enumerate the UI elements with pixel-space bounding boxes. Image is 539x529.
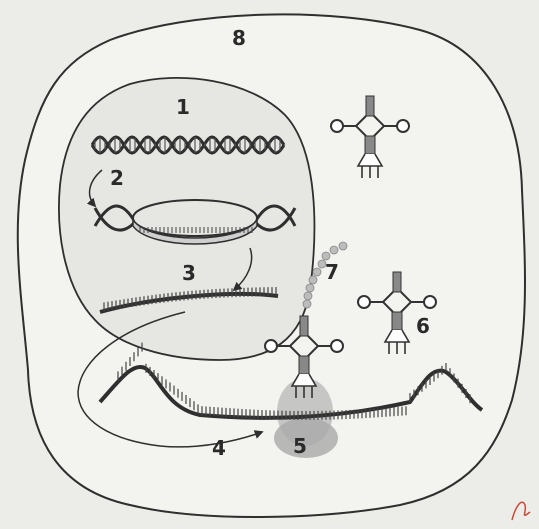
- label-1-dna: 1: [176, 97, 190, 117]
- label-4-mrna-transport: 4: [212, 438, 226, 458]
- label-6-trna: 6: [416, 316, 430, 336]
- label-3-mrna: 3: [182, 263, 196, 283]
- label-7-polypeptide: 7: [325, 262, 339, 282]
- label-5-ribosome: 5: [293, 436, 307, 456]
- label-2-transcription: 2: [110, 168, 124, 188]
- pencil-mark: [512, 502, 530, 520]
- label-8-cell: 8: [232, 28, 246, 48]
